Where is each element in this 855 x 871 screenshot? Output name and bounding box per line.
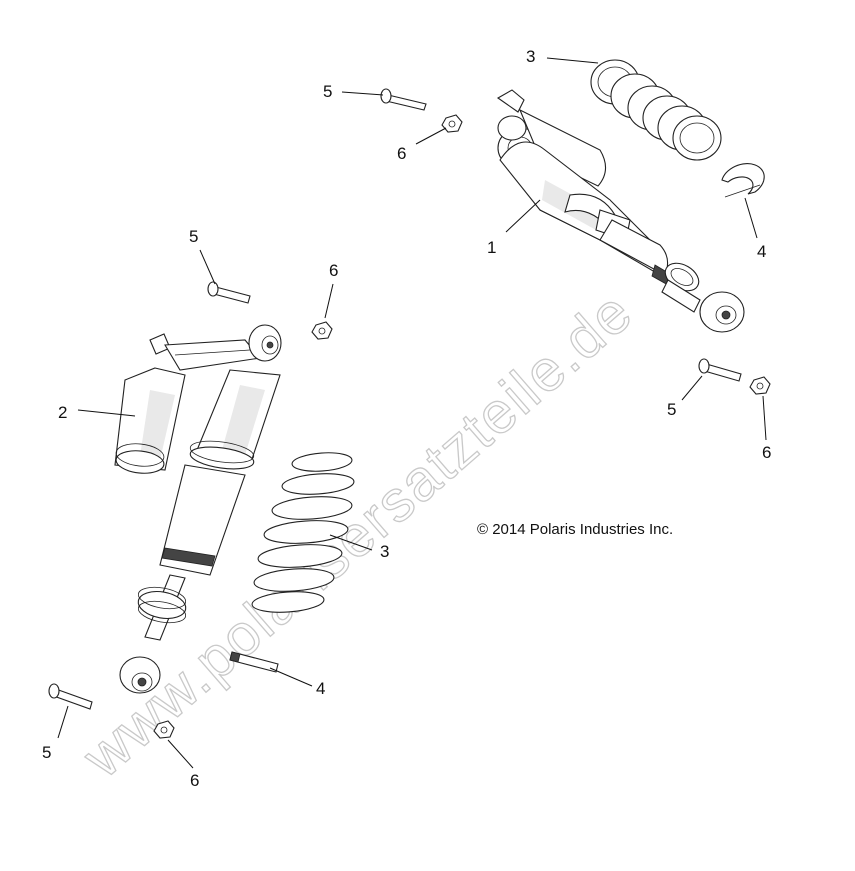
callout-nut-bottom-left: 6 [190, 771, 199, 790]
callout-spring-right: 3 [526, 47, 535, 66]
coil-spring-left [251, 452, 355, 613]
nut-mid-right [749, 376, 771, 395]
callout-retainer-left: 4 [316, 679, 325, 698]
nut-top-right [441, 114, 463, 133]
callout-spring-left: 3 [380, 542, 389, 561]
bolt-bottom-left [48, 683, 93, 710]
callout-bolt-top-right: 5 [323, 82, 332, 101]
bolt-mid-right [698, 358, 742, 382]
bolt-top-right [380, 88, 427, 111]
shock-absorber-left [114, 324, 282, 694]
callout-nut-mid-right: 6 [762, 443, 771, 462]
callout-shock-left: 2 [58, 403, 67, 422]
callout-bolt-bottom-left: 5 [42, 743, 51, 762]
callout-retainer-right: 4 [757, 242, 766, 261]
bolt-mid-left [207, 281, 251, 304]
callout-nut-mid-left: 6 [329, 261, 338, 280]
callout-shock-right: 1 [487, 238, 496, 257]
callout-bolt-mid-right: 5 [667, 400, 676, 419]
coil-spring-right [590, 59, 722, 161]
spring-retainer-right [721, 163, 765, 198]
nut-mid-left [311, 321, 333, 340]
callout-nut-top-right: 6 [397, 144, 406, 163]
leader-lines [57, 57, 767, 769]
nut-bottom-left [153, 720, 175, 739]
copyright-text: © 2014 Polaris Industries Inc. [477, 521, 673, 538]
callout-bolt-mid-left: 5 [189, 227, 198, 246]
spring-retainer-left [229, 651, 279, 673]
shock-absorber-right [496, 89, 745, 333]
